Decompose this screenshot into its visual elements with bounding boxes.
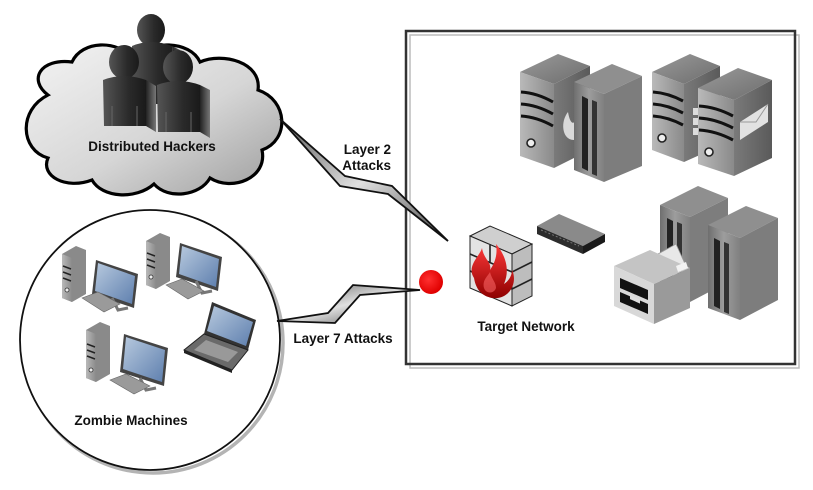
layer7-attack-bolt — [276, 284, 421, 324]
firewall-icon — [468, 225, 534, 307]
layer2-attack-bolt — [279, 118, 449, 242]
desktop-computer-icon — [146, 233, 222, 300]
person-icon — [157, 50, 210, 138]
layer2-attack-label-line2: Attacks — [342, 158, 391, 173]
target-network-frame — [404, 29, 797, 366]
printer-icon — [614, 243, 690, 324]
layer7-attack-label: Layer 7 Attacks — [293, 331, 392, 346]
person-icon — [103, 45, 156, 132]
network-switch-icon — [537, 214, 605, 254]
desktop-computer-icon — [62, 246, 138, 313]
layer2-attack-label-line1: Layer 2 — [344, 142, 391, 157]
hackers-group: Distributed Hackers — [24, 14, 284, 197]
desktop-computer-icon — [86, 322, 168, 395]
envelope-icon — [740, 103, 769, 140]
laptop-icon — [183, 302, 256, 373]
mail-server-icon — [698, 68, 772, 176]
rack-server-icon — [574, 64, 642, 182]
impact-marker-dot — [419, 270, 443, 294]
target-network-label: Target Network — [477, 319, 575, 334]
zombies-label: Zombie Machines — [74, 413, 187, 428]
frame-shadow — [409, 34, 800, 369]
flame-icon — [471, 244, 514, 299]
zombies-group: Zombie Machines — [19, 209, 285, 475]
people-group-icon — [103, 14, 210, 138]
target-network-group: Target Network — [404, 29, 800, 369]
rack-server-icon — [708, 206, 778, 320]
hackers-label: Distributed Hackers — [88, 139, 216, 154]
